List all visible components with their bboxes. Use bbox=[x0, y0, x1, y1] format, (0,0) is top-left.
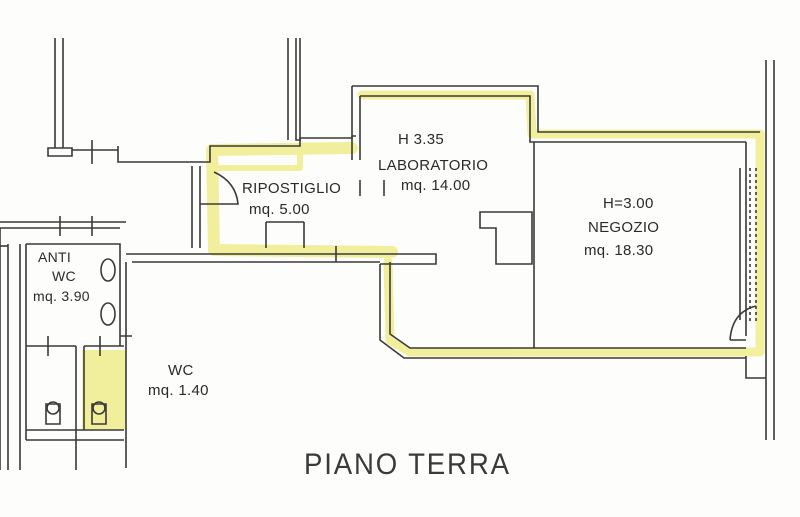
door-ripostiglio bbox=[200, 171, 239, 205]
pillar bbox=[479, 211, 533, 265]
wall-ripostiglio bbox=[191, 166, 305, 248]
highlight-ripostiglio-fill bbox=[211, 149, 303, 171]
toilet-right bbox=[91, 403, 107, 425]
laboratorio-name: LABORATORIO bbox=[378, 157, 489, 174]
tick-marks bbox=[47, 140, 385, 356]
wall-top-left bbox=[47, 38, 73, 157]
toilet-left bbox=[45, 403, 61, 425]
wc-area: mq. 1.40 bbox=[148, 382, 209, 399]
laboratorio-height: H 3.35 bbox=[398, 131, 444, 148]
negozio-height: H=3.00 bbox=[603, 195, 654, 212]
negozio-name: NEGOZIO bbox=[588, 219, 660, 236]
wall-wc-inner bbox=[26, 243, 124, 470]
door-right bbox=[729, 305, 757, 341]
sink-top bbox=[100, 258, 116, 282]
anti-wc-name-line2: WC bbox=[52, 268, 76, 284]
sink-bottom bbox=[100, 302, 116, 326]
plan-title: PIANO TERRA bbox=[304, 448, 511, 481]
wall-bottom bbox=[379, 262, 746, 359]
wall-corridor bbox=[125, 253, 437, 468]
highlight-wc-fill bbox=[84, 352, 124, 428]
toilet-left-bowl bbox=[46, 401, 60, 415]
negozio-area: mq. 18.30 bbox=[584, 242, 654, 259]
ripostiglio-area: mq. 5.00 bbox=[249, 201, 310, 218]
ripostiglio-name: RIPOSTIGLIO bbox=[242, 180, 342, 197]
wall-laboratorio-left bbox=[351, 86, 361, 160]
laboratorio-area: mq. 14.00 bbox=[401, 177, 471, 194]
walls bbox=[0, 38, 775, 470]
anti-wc-name-line1: ANTI bbox=[38, 249, 72, 265]
wall-top-mid bbox=[287, 38, 301, 141]
wall-laboratorio-outer bbox=[352, 85, 760, 143]
wc-name: WC bbox=[168, 362, 194, 379]
toilet-right-bowl bbox=[92, 401, 106, 415]
anti-wc-area: mq. 3.90 bbox=[33, 288, 90, 304]
wall-right-exterior bbox=[739, 60, 775, 440]
window-right bbox=[749, 168, 757, 322]
